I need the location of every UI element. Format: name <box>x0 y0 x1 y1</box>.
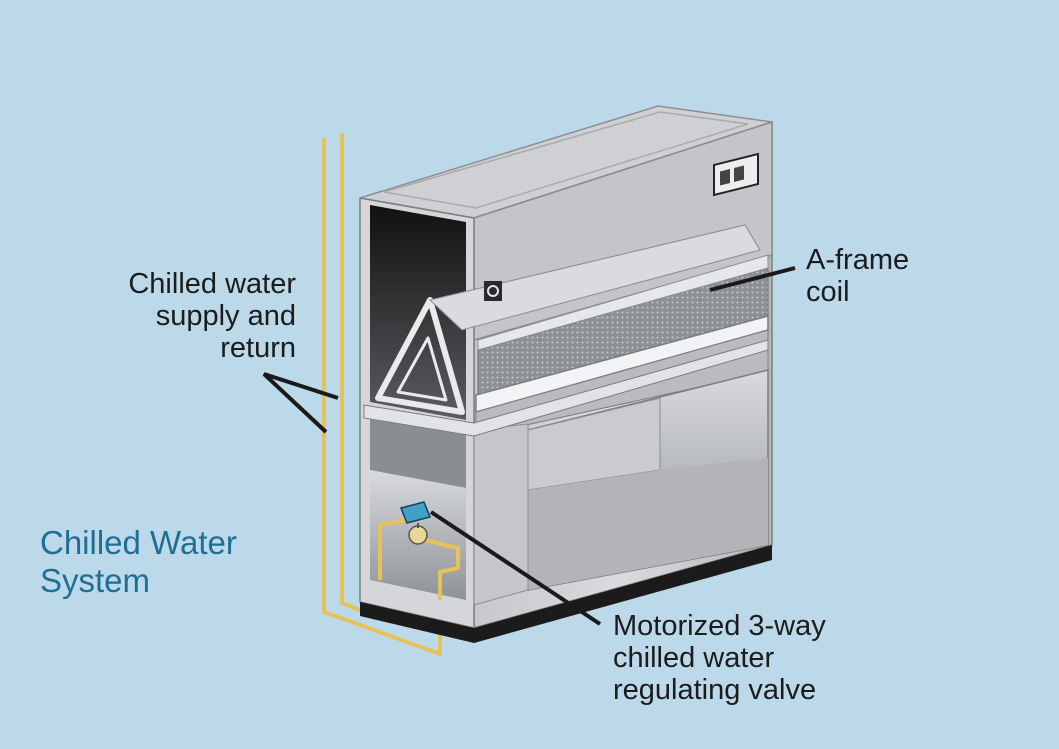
three-way-valve-icon <box>399 501 432 545</box>
leader-lines <box>262 266 796 626</box>
valve-line-3: regulating valve <box>613 674 817 706</box>
coil-leader <box>709 266 796 292</box>
valve-leader <box>429 510 602 626</box>
diagram-title: Chilled Water System <box>40 524 300 600</box>
coil-line-2: coil <box>806 276 850 308</box>
latch-icon <box>484 281 502 301</box>
a-frame-coil-end <box>375 297 465 415</box>
coil-label: A-frame coil <box>806 244 1006 308</box>
supply-return-leader <box>262 372 339 434</box>
supply-return-label: Chilled water supply and return <box>60 268 296 364</box>
supply-return-line-1: Chilled water <box>128 268 296 300</box>
supply-return-line-2: supply and <box>155 300 296 332</box>
control-panel-icon <box>713 152 759 197</box>
title-line-2: System <box>40 562 151 599</box>
valve-line-1: Motorized 3-way <box>613 610 826 642</box>
coil-line-1: A-frame <box>806 244 910 276</box>
valve-label: Motorized 3-way chilled water regulating… <box>613 610 893 706</box>
title-line-1: Chilled Water <box>40 524 237 561</box>
valve-piping <box>378 518 460 600</box>
valve-line-2: chilled water <box>613 642 775 674</box>
supply-return-line-3: return <box>220 332 296 364</box>
lower-plenum <box>370 415 466 488</box>
